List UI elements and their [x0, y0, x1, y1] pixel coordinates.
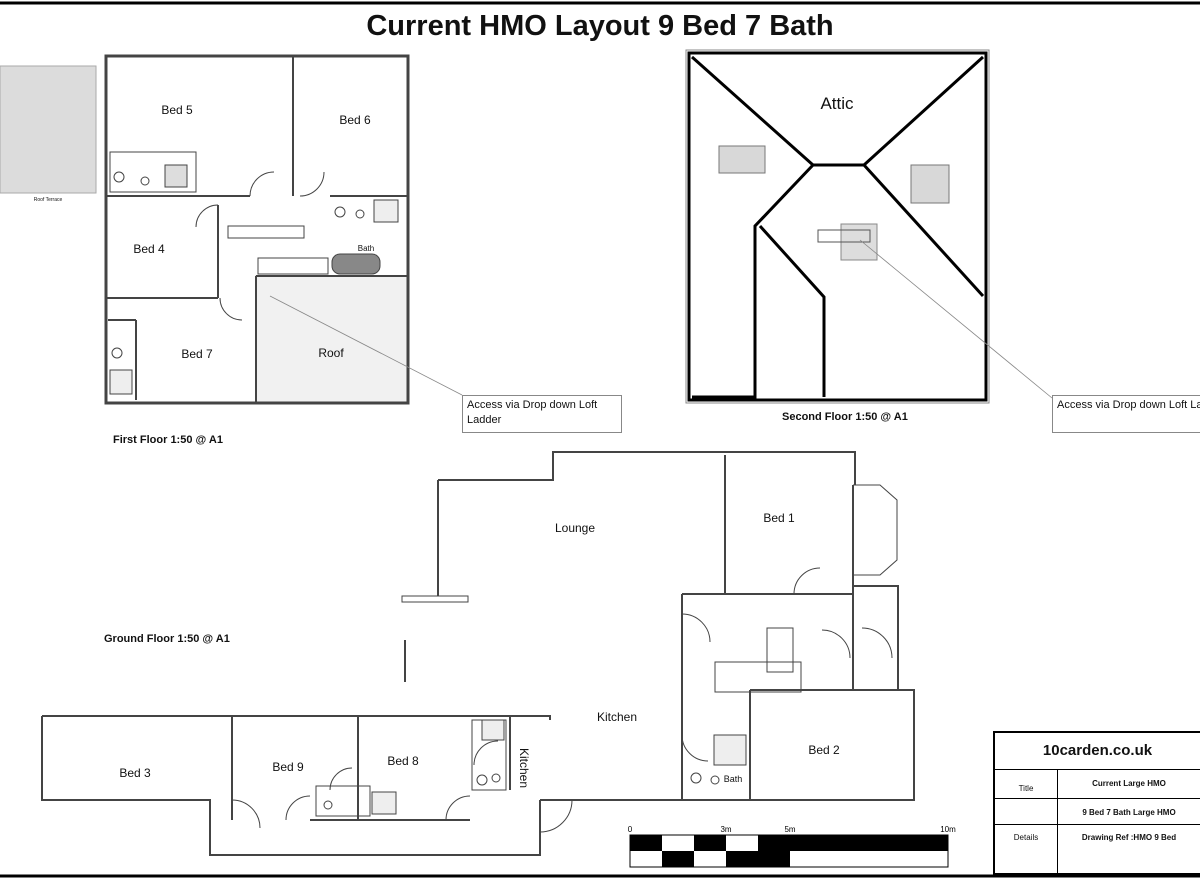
label-roof-terrace: Roof Terrace	[34, 197, 63, 203]
title-block-title-key: Title	[1018, 784, 1034, 793]
second-floor-plan	[685, 49, 990, 404]
room-label-bed-1: Bed 1	[763, 511, 795, 525]
title-block: 10carden.co.uk Title Current Large HMO 9…	[993, 731, 1200, 875]
room-label-bed-3: Bed 3	[119, 766, 151, 780]
title-block-title-value: Current Large HMO	[1092, 779, 1166, 788]
title-block-divider	[1057, 770, 1058, 873]
loft-ladder-callout-second: Access via Drop down Loft Ladder	[1052, 395, 1200, 433]
ground-floor-plan	[41, 451, 915, 856]
room-label-bed-2: Bed 2	[808, 743, 840, 757]
title-block-row-details: Details Drawing Ref :HMO 9 Bed	[995, 825, 1200, 873]
room-label-bed-4: Bed 4	[133, 242, 165, 256]
room-label-ground-floor-bath: Bath	[724, 774, 743, 784]
room-label-roof: Roof	[318, 346, 344, 360]
scale-tick-0: 0	[628, 825, 633, 834]
title-block-row-subtitle: 9 Bed 7 Bath Large HMO	[995, 799, 1200, 825]
scale-tick-10m: 10m	[940, 825, 956, 834]
room-label-kitchen: Kitchen	[597, 710, 637, 724]
room-label-lounge: Lounge	[555, 521, 595, 535]
room-label-attic: Attic	[820, 94, 854, 113]
room-label-bed-9: Bed 9	[272, 760, 304, 774]
title-block-subtitle-value: 9 Bed 7 Bath Large HMO	[1082, 808, 1176, 817]
page-title: Current HMO Layout 9 Bed 7 Bath	[366, 10, 834, 42]
room-label-kitchen-2: Kitchen	[517, 748, 531, 788]
title-block-company: 10carden.co.uk	[995, 733, 1200, 770]
roof-terrace-area	[0, 65, 97, 194]
title-block-row-title: Title Current Large HMO	[995, 770, 1200, 799]
first-floor-plan	[0, 54, 410, 405]
scale-tick-3m: 3m	[720, 825, 731, 834]
room-label-first-floor-bath: Bath	[358, 244, 374, 253]
room-label-bed-7: Bed 7	[181, 347, 213, 361]
title-block-details-value: Drawing Ref :HMO 9 Bed	[1081, 833, 1177, 842]
room-label-bed-8: Bed 8	[387, 754, 419, 768]
first-floor-label: First Floor 1:50 @ A1	[113, 434, 223, 446]
room-label-bed-5: Bed 5	[161, 103, 193, 117]
ground-floor-label: Ground Floor 1:50 @ A1	[104, 633, 230, 645]
roof-area	[255, 275, 408, 404]
scale-tick-5m: 5m	[784, 825, 795, 834]
room-label-bed-6: Bed 6	[339, 113, 371, 127]
title-block-details-key: Details	[1013, 833, 1039, 842]
loft-ladder-callout-first: Access via Drop down Loft Ladder	[462, 395, 622, 433]
scale-bar	[629, 834, 949, 868]
second-floor-label: Second Floor 1:50 @ A1	[782, 411, 908, 423]
